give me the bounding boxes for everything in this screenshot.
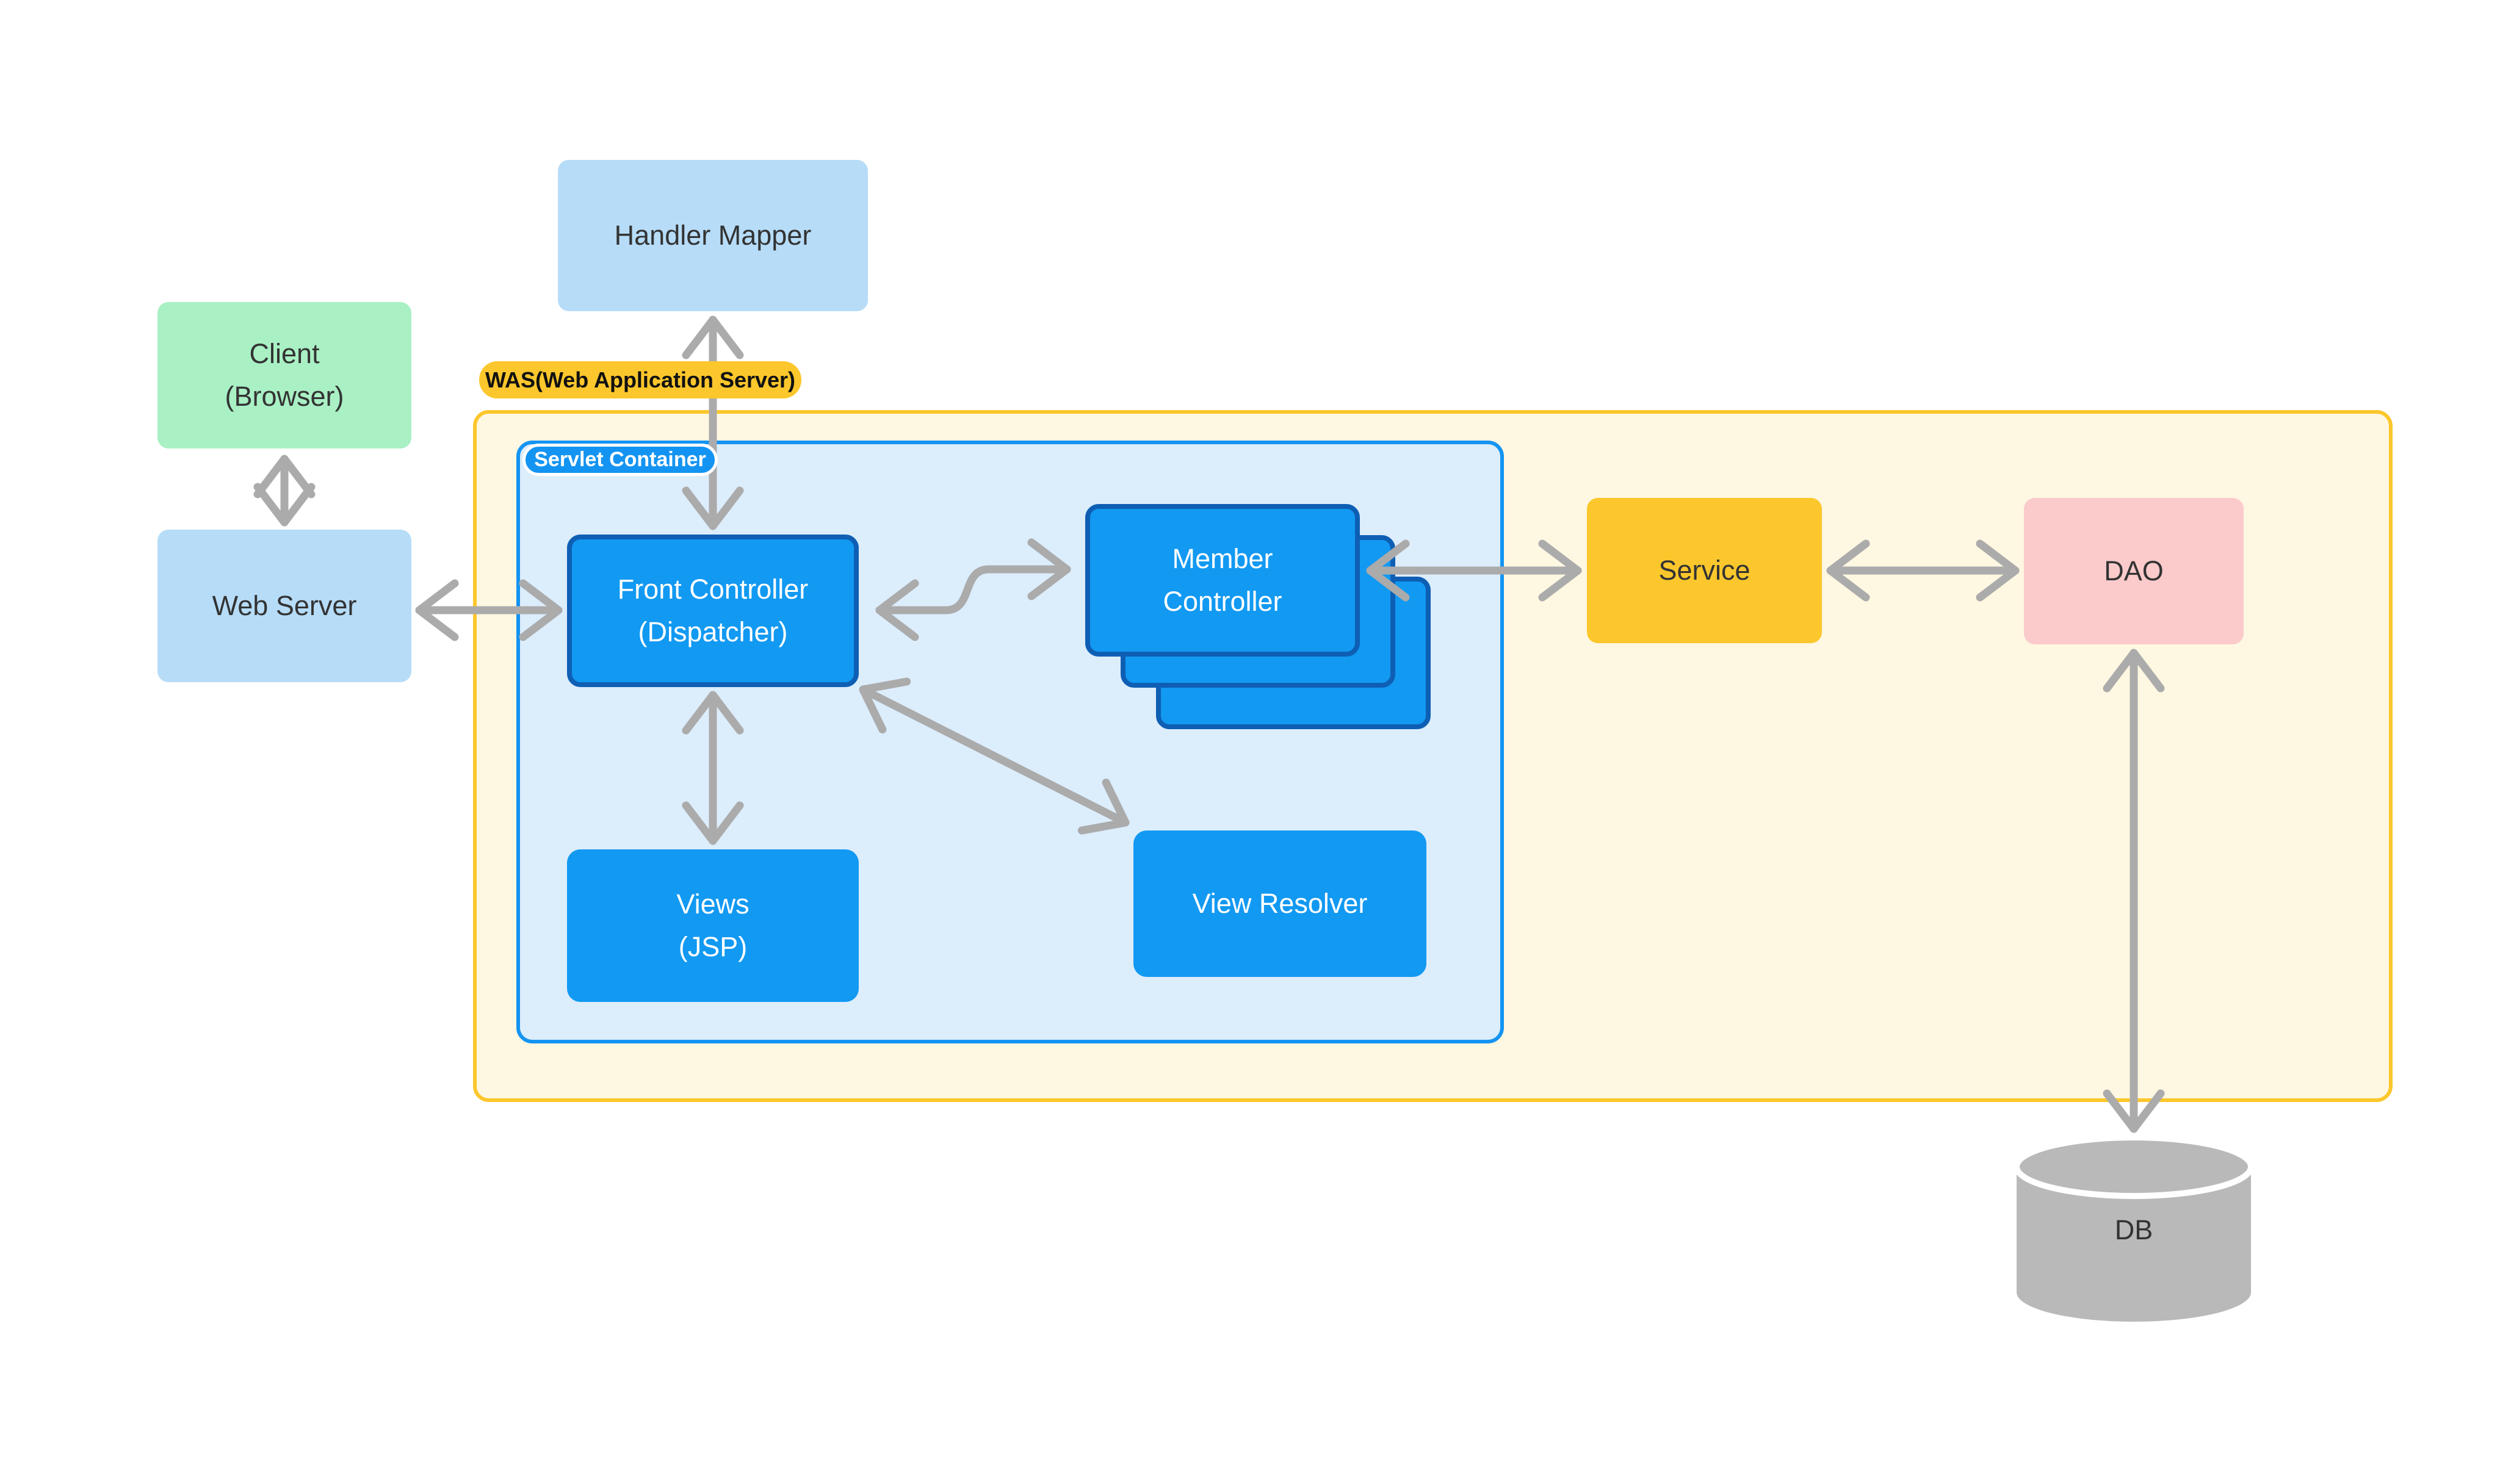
dao-node: DAO — [2024, 498, 2244, 644]
servlet-container-label: Servlet Container — [522, 444, 718, 476]
handler-mapper-node: Handler Mapper — [558, 160, 868, 311]
views-label-line1: Views — [676, 888, 750, 920]
service-label: Service — [1658, 555, 1750, 586]
member-controller-node: Member Controller — [1085, 504, 1360, 657]
view-resolver-node: View Resolver — [1133, 830, 1426, 977]
front-controller-label-line1: Front Controller — [617, 574, 809, 605]
member-controller-label-line1: Member — [1172, 543, 1273, 574]
was-label-text: WAS(Web Application Server) — [485, 367, 796, 392]
dao-label: DAO — [2104, 555, 2164, 586]
was-label: WAS(Web Application Server) — [479, 361, 801, 398]
web-server-label: Web Server — [212, 590, 357, 621]
service-node: Service — [1587, 498, 1822, 643]
view-resolver-label: View Resolver — [1192, 888, 1368, 919]
views-label-line2: (JSP) — [678, 931, 748, 962]
web-server-node: Web Server — [157, 530, 411, 682]
db-label-text: DB — [2114, 1214, 2153, 1245]
db-label: DB — [2042, 1214, 2225, 1246]
client-node: Client (Browser) — [157, 302, 411, 448]
front-controller-label-line2: (Dispatcher) — [638, 616, 788, 647]
servlet-container-label-text: Servlet Container — [534, 448, 706, 471]
member-controller-label-line2: Controller — [1163, 586, 1282, 617]
handler-mapper-label: Handler Mapper — [614, 220, 812, 251]
client-label-line2: (Browser) — [225, 381, 344, 412]
client-label-line1: Client — [249, 338, 320, 369]
front-controller-node: Front Controller (Dispatcher) — [567, 535, 859, 687]
views-node: Views (JSP) — [567, 849, 859, 1002]
